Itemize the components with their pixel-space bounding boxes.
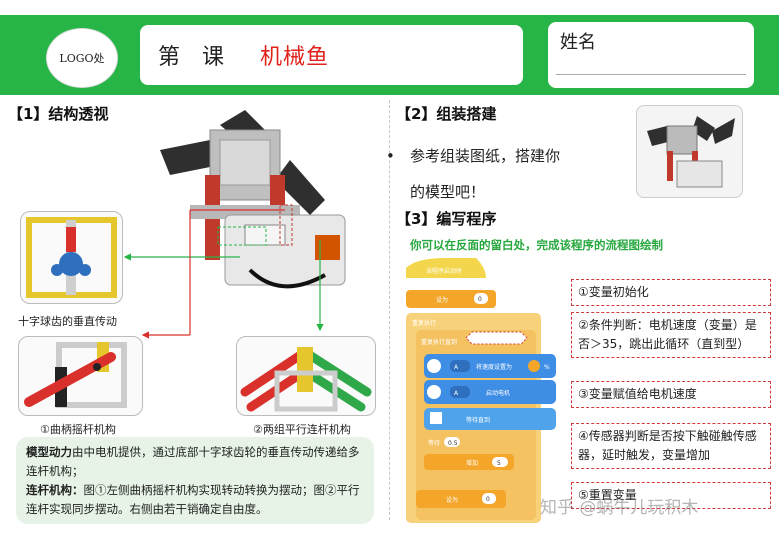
desc-line2: 连杆机构：图①左侧曲柄摇杆机构实现转动转换为摆动；图②平行连杆实现同步摆动。右侧… — [26, 481, 364, 519]
block-change-by: 增加 — [466, 459, 478, 467]
step-box-2: ②条件判断：电机速度（变量）是否＞35，跳出此循环（直到型） — [571, 312, 771, 358]
section1-title: 【1】结构透视 — [8, 105, 109, 123]
desc-line2-bold: 连杆机构： — [26, 483, 84, 497]
desc-line2-text: 图①左侧曲柄摇杆机构实现转动转换为摆动；图②平行连杆实现同步摆动。右侧由若干销确… — [26, 483, 360, 516]
section2-title: 【2】组装搭建 — [396, 105, 497, 123]
step-box-3: ③变量赋值给电机速度 — [571, 381, 771, 408]
caption-parallel-linkage: ②两组平行连杆机构 — [253, 423, 351, 436]
logo: LOGO处 — [46, 28, 118, 88]
block-change-val: 5 — [497, 460, 501, 467]
logo-text: LOGO处 — [59, 52, 105, 65]
program-blocks: 当程序启动时 设为 0 重复执行 重复执行直到 A 将速度设置为 % A 启动电… — [406, 258, 556, 523]
block-start: 当程序启动时 — [426, 267, 462, 275]
block-set-var: 设为 — [436, 296, 448, 304]
flowchart-hint: 你可以在反面的留白处，完成该程序的流程图绘制 — [410, 238, 663, 252]
model-photo — [636, 105, 743, 198]
connector-arrows — [123, 209, 324, 339]
block-forever: 重复执行 — [412, 319, 436, 327]
robot-fish-image — [160, 110, 346, 289]
block-repeat-until: 重复执行直到 — [421, 338, 457, 346]
crown-gear-image — [20, 211, 123, 304]
step-box-1: ①变量初始化 — [571, 279, 771, 306]
step-box-5: ⑤重置变量 — [571, 482, 771, 509]
block-set-var-val: 0 — [478, 296, 482, 303]
desc-line1-bold: 模型动力 — [26, 445, 72, 459]
block-motor-a1: A — [454, 364, 459, 371]
name-underline — [556, 74, 746, 75]
lesson-label: 第课 — [158, 45, 247, 70]
block-wait: 等待 — [428, 439, 440, 447]
description-box: 模型动力由中电机提供，通过底部十字球齿轮的垂直传动传递给多连杆机构； 连杆机构：… — [16, 437, 374, 524]
column-divider — [389, 100, 390, 520]
bullet-dot: • — [386, 147, 395, 165]
lesson-name: 机械鱼 — [260, 45, 330, 70]
desc-line1-text: 由中电机提供，通过底部十字球齿轮的垂直传动传递给多连杆机构； — [26, 445, 360, 478]
block-motor-a2: A — [454, 390, 459, 397]
block-set-end: 设为 — [446, 496, 458, 504]
step-box-4: ④传感器判断是否按下触碰触传感器，延时触发，变量增加 — [571, 423, 771, 469]
desc-line1: 模型动力由中电机提供，通过底部十字球齿轮的垂直传动传递给多连杆机构； — [26, 443, 364, 481]
block-motor-run: 启动电机 — [486, 389, 510, 397]
name-label: 姓名 — [560, 32, 596, 53]
section3-title: 【3】编写程序 — [396, 210, 497, 228]
block-set-end-val: 0 — [486, 496, 490, 503]
name-field-box[interactable]: 姓名 — [548, 22, 754, 88]
assembly-line1: 参考组装图纸，搭建你 — [410, 147, 561, 165]
crank-rocker-image — [18, 336, 143, 416]
block-motor-speed: 将速度设置为 — [476, 363, 512, 371]
caption-crank-rocker: ①曲柄摇杆机构 — [40, 423, 116, 436]
block-wait-val: 0.5 — [448, 440, 458, 447]
lesson-title-box: 第课 机械鱼 — [140, 25, 523, 85]
assembly-line2: 的模型吧！ — [410, 183, 486, 201]
watermark: 知乎 @蜗牛儿玩积木 — [540, 498, 699, 518]
assembly-instructions: • 参考组装图纸，搭建你 的模型吧！ — [386, 138, 561, 210]
block-motor-speed-unit: % — [544, 364, 550, 371]
parallel-linkage-image — [236, 336, 376, 416]
block-wait-touch: 等待直到 — [466, 416, 490, 424]
caption-crown-gear: 十字球齿的垂直传动 — [18, 315, 117, 328]
